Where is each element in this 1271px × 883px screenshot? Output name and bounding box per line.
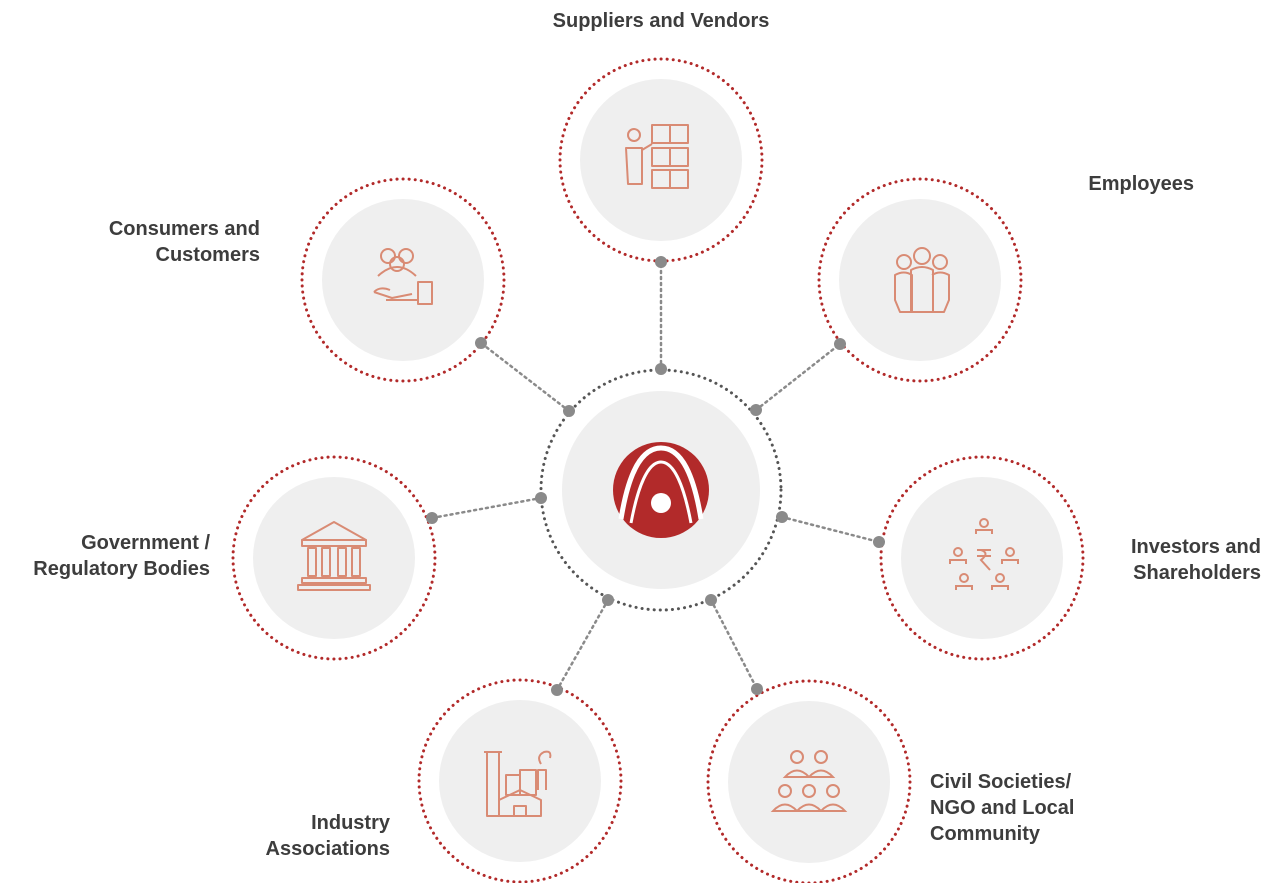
connector-dot xyxy=(834,338,846,350)
hub-dots xyxy=(535,363,788,606)
label-industry: Industry Associations xyxy=(265,812,390,860)
investors-rupee-icon xyxy=(949,518,1019,590)
connector-dot xyxy=(475,337,487,349)
connector-dot xyxy=(751,683,763,695)
connector-dot xyxy=(655,256,667,268)
factory-icon xyxy=(484,750,552,817)
node-investors xyxy=(873,455,1085,661)
node-civil xyxy=(706,679,912,883)
node-employees xyxy=(817,177,1023,383)
node-consumers xyxy=(300,177,506,383)
label-suppliers: Suppliers and Vendors xyxy=(552,10,770,32)
connector-investors xyxy=(780,515,881,544)
connector-consumers xyxy=(479,341,571,413)
connector-industry xyxy=(555,598,610,692)
community-people-icon xyxy=(770,750,848,812)
label-employees: Employees xyxy=(1088,173,1194,195)
connector-employees xyxy=(754,342,842,412)
center-ring xyxy=(539,368,783,612)
connector-dot xyxy=(873,536,885,548)
connector-civil xyxy=(709,598,759,691)
connector-government xyxy=(430,496,543,520)
supplier-boxes-icon xyxy=(625,124,689,189)
center-hub xyxy=(539,368,783,612)
node-suppliers xyxy=(558,57,764,268)
employees-group-icon xyxy=(894,247,950,313)
customers-hand-icon xyxy=(373,248,433,305)
connector-dot xyxy=(426,512,438,524)
node-industry xyxy=(417,678,623,883)
connectors xyxy=(430,260,881,692)
label-investors: Investors and Shareholders xyxy=(1130,536,1261,584)
label-government: Government / Regulatory Bodies xyxy=(33,532,210,580)
label-civil: Civil Societies/ NGO and Local Community xyxy=(930,771,1075,845)
connector-dot xyxy=(551,684,563,696)
node-government xyxy=(231,455,438,661)
government-building-icon xyxy=(297,521,371,591)
label-consumers: Consumers and Customers xyxy=(108,218,260,266)
company-logo-icon xyxy=(613,442,709,538)
